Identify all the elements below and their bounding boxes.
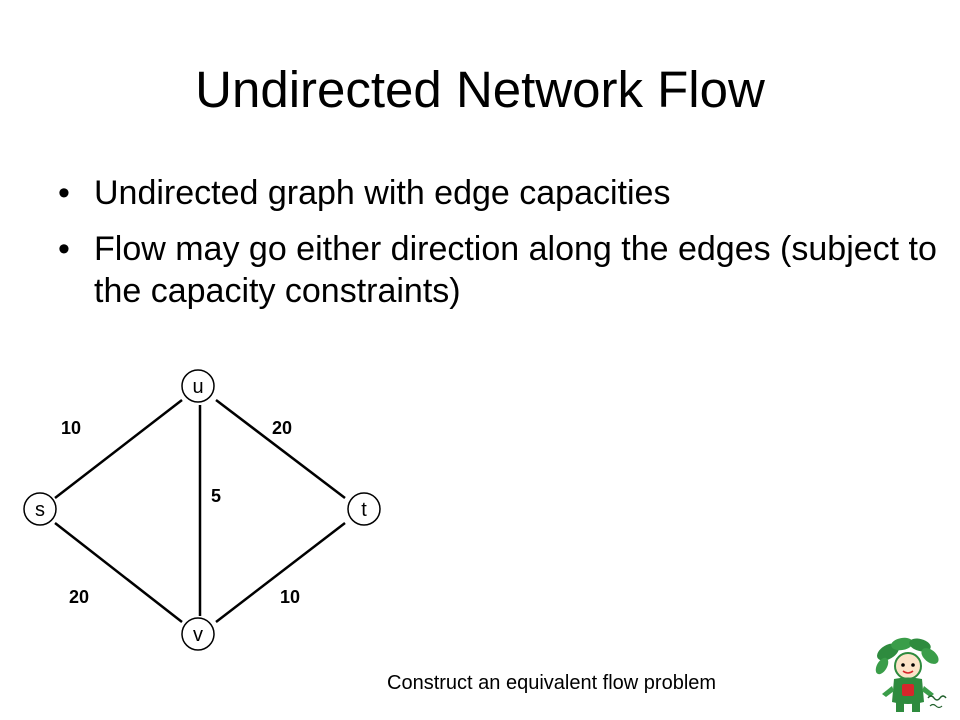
- edge-capacity-u-v: 5: [211, 486, 221, 506]
- node-label-v: v: [193, 624, 203, 646]
- edge-s-v: [54, 522, 183, 623]
- node-u: u: [181, 369, 215, 403]
- node-circle: [23, 492, 57, 526]
- bullet-list: • Undirected graph with edge capacities …: [58, 172, 938, 326]
- node-label-s: s: [35, 499, 45, 521]
- edge-capacity-s-u: 10: [61, 418, 81, 438]
- slide-title: Undirected Network Flow: [195, 61, 765, 118]
- bullet-text: Undirected graph with edge capacities: [94, 174, 671, 212]
- node-circle: [181, 617, 215, 651]
- bullet-item: • Flow may go either direction along the…: [58, 228, 938, 312]
- node-label-t: t: [361, 499, 367, 521]
- node-label-u: u: [192, 376, 203, 398]
- mascot-leaf-crown: [875, 637, 939, 675]
- mascot-icon: [875, 637, 947, 712]
- node-circle: [347, 492, 381, 526]
- edge-capacity-s-v: 20: [69, 587, 89, 607]
- mascot-signature: [927, 695, 947, 709]
- edge-v-t: [215, 522, 346, 623]
- bullet-dot: •: [58, 174, 70, 212]
- bullet-item: • Undirected graph with edge capacities: [58, 172, 938, 214]
- node-t: t: [347, 492, 381, 526]
- node-v: v: [181, 617, 215, 651]
- edge-u-t: [215, 399, 346, 499]
- mascot-face: [894, 652, 922, 680]
- mascot-badge: [902, 684, 914, 696]
- bullet-dot: •: [58, 230, 70, 268]
- node-circle: [181, 369, 215, 403]
- slide-caption: Construct an equivalent flow problem: [387, 672, 717, 694]
- bullet-text: Flow may go either direction along the e…: [94, 230, 937, 310]
- node-s: s: [23, 492, 57, 526]
- edge-capacity-u-t: 20: [272, 418, 292, 438]
- edge-s-u: [54, 399, 183, 499]
- edge-capacity-v-t: 10: [280, 587, 300, 607]
